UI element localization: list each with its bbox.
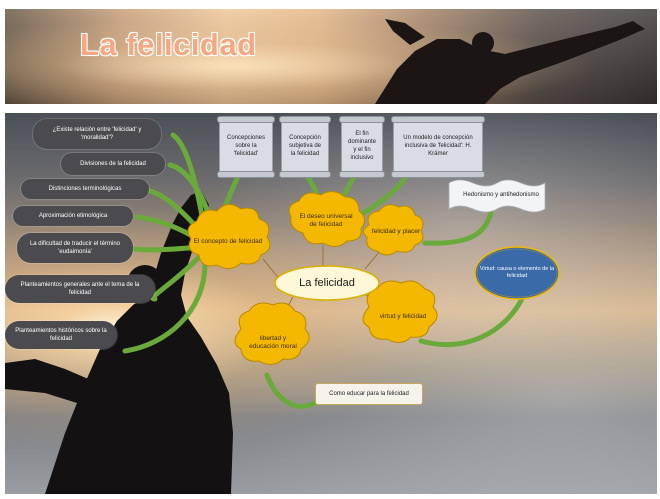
- pill-planteamientos-historicos[interactable]: Planteamientos históricos sobre la felic…: [5, 321, 117, 349]
- center-node: [274, 265, 380, 301]
- pill-eudaimonia[interactable]: La dificultad de traducir el término 'eu…: [17, 233, 133, 263]
- cloud-libertad: [234, 302, 310, 365]
- cloud-label-virtud[interactable]: virtud y felicidad: [379, 312, 427, 320]
- pill-divisiones[interactable]: Divisiones de la felicidad: [61, 153, 165, 175]
- arrow-to-circle: [418, 294, 526, 347]
- bottom-box[interactable]: Como educar para la felicidad: [315, 383, 423, 405]
- scroll-modelo-kramer[interactable]: Un modelo de concepción inclusiva de 'fe…: [391, 116, 485, 178]
- cloud-label-placer[interactable]: felicidad y placer: [371, 227, 421, 235]
- cloud-placer: [363, 204, 424, 256]
- cloud-label-deseo[interactable]: El deseo universal de felicidad: [299, 212, 353, 228]
- arrow-to-pill-7: [122, 260, 208, 354]
- cloud-label-concepto[interactable]: El concepto de felicidad: [193, 237, 263, 245]
- center-label[interactable]: La felicidad: [299, 277, 355, 289]
- pill-felicidad-moralidad[interactable]: ¿Existe relación entre 'felicidad' y 'mo…: [33, 119, 161, 149]
- circle-node: [474, 246, 560, 300]
- scroll-concepciones[interactable]: Concepciones sobre la 'felicidad': [217, 116, 275, 178]
- flag-label[interactable]: Hedonismo y antihedonismo: [463, 192, 539, 198]
- cloud-deseo: [288, 191, 365, 247]
- pill-planteamientos-generales[interactable]: Planteamientos generales ante el tema de…: [5, 275, 155, 303]
- banner-silhouette: [375, 19, 645, 104]
- cloud-label-libertad[interactable]: libertad y educación moral: [249, 334, 297, 350]
- cloud-concepto: [187, 204, 271, 269]
- header-banner: La felicidad: [5, 9, 657, 104]
- flag-node: [448, 179, 546, 213]
- cloud-virtud: [362, 280, 438, 343]
- person-arm: [5, 359, 101, 403]
- page-title: La felicidad: [80, 27, 257, 62]
- scroll-fin-dominante[interactable]: El fin dominante y el fin inclusivo: [339, 116, 385, 178]
- pill-aproximacion[interactable]: Aproximación etimológica: [13, 206, 133, 226]
- mind-map-canvas: [5, 132, 560, 494]
- mind-map-area: ¿Existe relación entre 'felicidad' y 'mo…: [5, 113, 657, 494]
- scroll-concepcion-subjetiva[interactable]: Concepción subjetiva de la felicidad: [279, 116, 331, 178]
- arrow-to-pill-6: [150, 252, 204, 302]
- arrow-to-flag: [422, 210, 494, 246]
- pill-distinciones[interactable]: Distinciones terminológicas: [21, 179, 149, 199]
- circle-label[interactable]: Virtud: causa o elemento de la felicidad: [479, 265, 555, 279]
